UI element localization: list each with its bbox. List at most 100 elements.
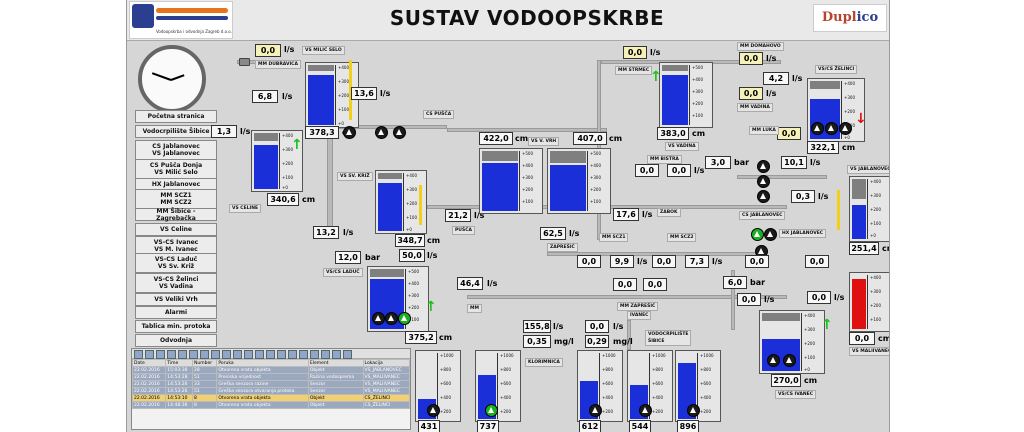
unit: l/s bbox=[613, 322, 624, 331]
pump-icon[interactable] bbox=[372, 312, 385, 325]
pump-icon[interactable] bbox=[839, 122, 852, 135]
flow-strmec: 0,0 bbox=[623, 46, 647, 59]
flow-jablanovec: 10,1 bbox=[781, 156, 807, 169]
nav-pocetna[interactable]: Početna stranica bbox=[135, 110, 217, 123]
pump-icon[interactable] bbox=[767, 354, 780, 367]
label-vs-celine: VS CELINE bbox=[229, 204, 262, 213]
pump-icon[interactable] bbox=[343, 126, 356, 139]
pump-icon[interactable] bbox=[757, 160, 770, 173]
nav-mm-scz[interactable]: MM SCZ1 MM SCZ2 bbox=[135, 189, 217, 209]
unit: l/s bbox=[764, 295, 775, 304]
flow-vadina: 0,0 bbox=[739, 87, 763, 100]
nav-tablica-min-protoka[interactable]: Tablica min. protoka bbox=[135, 320, 217, 333]
level-well-4: 544 bbox=[629, 420, 651, 432]
level-vs-malivanec: 0,0 bbox=[849, 332, 875, 345]
header-bar: Vodoopskrba i odvodnja Zagreb d.o.o. SUS… bbox=[127, 0, 889, 41]
unit: l/s bbox=[766, 89, 777, 98]
label-vs-malivanec: VS MALIIVANEC bbox=[849, 347, 889, 356]
unit: cm bbox=[302, 195, 316, 204]
chlorine-1: 0,35 bbox=[523, 335, 551, 348]
level-vs-cs-laduc: 375,2 bbox=[405, 331, 437, 344]
nav-cs-pusca[interactable]: CS Pušča Donja VS Milić Selo bbox=[135, 159, 217, 179]
unit: cm bbox=[692, 129, 706, 138]
label-cs-jablanovec: CS JABLANOVEC bbox=[739, 211, 786, 220]
pump-icon[interactable] bbox=[687, 404, 700, 417]
level-vs-jablanovec: 251,4 bbox=[849, 242, 879, 255]
duplico-logo: Duplico bbox=[813, 4, 887, 32]
unit: l/s bbox=[284, 45, 295, 54]
flow-scz1-a: 0,0 bbox=[577, 255, 601, 268]
nav-vs-cs-laduc[interactable]: VS-CS Laduč VS Sv. Križ bbox=[135, 253, 217, 273]
pump-icon[interactable] bbox=[385, 312, 398, 325]
pipe bbox=[731, 270, 735, 330]
pump-icon[interactable] bbox=[811, 122, 824, 135]
label-vs-vadina: VS VADINA bbox=[665, 142, 699, 151]
nav-vs-celine[interactable]: VS Celine bbox=[135, 223, 217, 236]
unit: mg/l bbox=[613, 337, 633, 346]
chlorine-2: 0,29 bbox=[585, 335, 609, 348]
pump-running-icon[interactable] bbox=[485, 404, 498, 417]
label-mm-vadina: MM VADINA bbox=[737, 103, 773, 112]
flow-zapresic: 62,5 bbox=[540, 227, 566, 240]
flow-scz1-b: 9,9 bbox=[610, 255, 634, 268]
level-vs-zelinci: 322,1 bbox=[807, 141, 839, 154]
label-vs-milic-selo: VS MILIĆ SELO bbox=[302, 46, 345, 55]
pump-icon[interactable] bbox=[757, 175, 770, 188]
alarm-toolbar[interactable] bbox=[132, 349, 410, 359]
nav-vodocrpiliste-sibice[interactable]: Vodocrpilište Šibice bbox=[135, 125, 217, 138]
unit: l/s bbox=[650, 48, 661, 57]
unit: cm bbox=[427, 236, 441, 245]
pump-running-icon[interactable] bbox=[398, 312, 411, 325]
flow-down-arrow-icon: ↓ bbox=[855, 111, 867, 127]
flow-milic: 6,8 bbox=[252, 90, 278, 103]
pump-icon[interactable] bbox=[639, 404, 652, 417]
flow-zapresic-ivanec-b: 0,0 bbox=[643, 278, 667, 291]
unit: cm bbox=[439, 333, 453, 342]
pump-icon[interactable] bbox=[427, 404, 440, 417]
pump-icon[interactable] bbox=[764, 228, 777, 241]
pump-icon[interactable] bbox=[393, 126, 406, 139]
pump-icon[interactable] bbox=[375, 126, 388, 139]
valve-icon[interactable] bbox=[239, 58, 250, 66]
label-mm-scz1: MM SCZ1 bbox=[599, 233, 629, 242]
nav-vs-veliki-vrh[interactable]: VS Veliki Vrh bbox=[135, 293, 217, 306]
flow-cs-pusca: 13,6 bbox=[351, 87, 377, 100]
pump-icon[interactable] bbox=[783, 354, 796, 367]
unit: cm bbox=[804, 376, 818, 385]
nav-vs-cs-zelinci[interactable]: VS-CS Želinci VS Vadina bbox=[135, 273, 217, 293]
nav-odvodnja[interactable]: Odvodnja bbox=[135, 334, 217, 347]
tank-vs-sv-kriz: +400+300+200+100+0 bbox=[375, 170, 427, 234]
unit: bar bbox=[734, 158, 750, 167]
level-well-3: 612 bbox=[579, 420, 601, 432]
label-mm-scz2: MM SCZ2 bbox=[667, 233, 697, 242]
label-pusca: PUŠČA bbox=[452, 226, 475, 235]
flow-klorimnica-2: 0,0 bbox=[585, 320, 609, 333]
level-bar bbox=[349, 60, 352, 120]
unit: l/s bbox=[553, 322, 564, 331]
pump-icon[interactable] bbox=[589, 404, 602, 417]
unit: l/s bbox=[818, 192, 829, 201]
pump-icon[interactable] bbox=[757, 190, 770, 203]
unit: l/s bbox=[694, 166, 705, 175]
pump-running-icon[interactable] bbox=[751, 228, 764, 241]
nav-cs-jablanovec[interactable]: CS Jablanovec VS Jablanovec bbox=[135, 140, 217, 160]
pump-icon[interactable] bbox=[825, 122, 838, 135]
flow-up-arrow-icon: ↑ bbox=[291, 137, 303, 153]
level-well-2: 737 bbox=[477, 420, 499, 432]
tank-vs-celine: +400+300+200+100+0 bbox=[251, 130, 303, 192]
flow-zapresic-ivanec-a: 0,0 bbox=[613, 278, 637, 291]
unit: l/s bbox=[474, 211, 485, 220]
nav-alarmi[interactable]: Alarmi bbox=[135, 306, 217, 319]
nav-mm-sibice-zagrebacka[interactable]: MM Šibice - Zagrebačka bbox=[135, 208, 217, 222]
level-vs-v-vrh-2: 407,0 bbox=[573, 132, 607, 145]
flow-domahovo: 0,0 bbox=[739, 52, 763, 65]
label-vs-cs-ivanec: VS/CS IVANEC bbox=[775, 390, 817, 399]
